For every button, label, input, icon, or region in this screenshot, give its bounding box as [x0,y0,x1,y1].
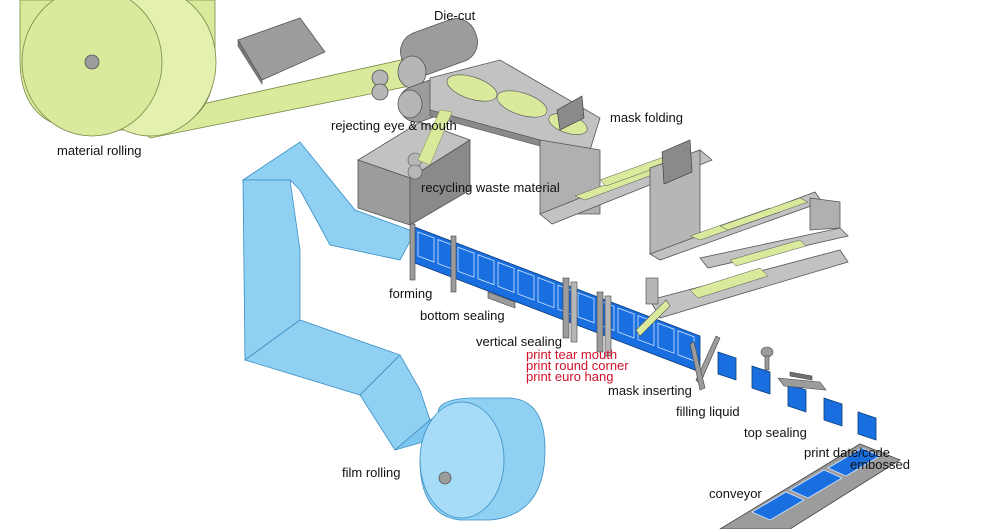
label-film-rolling: film rolling [342,465,401,480]
label-print-tear-mouth: print tear mouth [526,347,617,362]
label-die-cut: Die-cut [434,8,476,23]
conveyor-pouch [827,447,881,477]
vertical-sealing-plates [562,277,659,357]
pouch-cell [577,292,595,324]
label-embossed: embossed [850,457,910,472]
mask-folding-unit [539,139,849,319]
label-filling-liquid: filling liquid [676,404,740,419]
bottom-sealing-bar [487,291,516,309]
pouch-cells [417,231,695,362]
pouch-cell [537,277,555,309]
pouch [823,397,843,427]
pouch-line [411,225,701,373]
label-vertical-sealing: vertical sealing [476,334,562,349]
label-print-euro-hang: print euro hang [526,369,613,384]
pouch-cell [417,231,435,263]
pouch [717,351,737,381]
mask-inserting-arm [635,299,671,337]
conveyor-pouches [751,447,881,521]
pouch-cell [457,246,475,278]
die-cut-table [429,59,601,151]
pouch [857,411,877,441]
label-mask-folding: mask folding [610,110,683,125]
top-sealing-unit [760,346,774,371]
label-forming: forming [389,286,432,301]
print-date-head [777,371,827,391]
label-rejecting-eye-mouth: rejecting eye & mouth [331,118,457,133]
pouch-cell [477,254,495,286]
pouch-cell [657,322,675,354]
pouch [787,383,807,413]
loose-pouches [717,351,877,441]
label-bottom-sealing: bottom sealing [420,308,505,323]
label-recycling-waste-material: recycling waste material [421,180,560,195]
conveyor [719,443,901,529]
pouch [751,365,771,395]
conveyor-pouch [751,491,805,521]
conveyor-pouch [789,469,843,499]
pouch-cell [617,307,635,339]
label-top-sealing: top sealing [744,425,807,440]
film-roll [419,397,546,521]
label-mask-inserting: mask inserting [608,383,692,398]
material-roll [19,0,421,139]
label-material-rolling: material rolling [57,143,142,158]
label-print-date-code: print date/code [804,445,890,460]
pouch-cell [497,261,515,293]
forming-plates [409,223,457,293]
recycling-waste-box [357,109,471,226]
pouch-cell [517,269,535,301]
label-print-round-corner: print round corner [526,358,629,373]
label-conveyor: conveyor [709,486,762,501]
unwind-block [237,17,326,86]
filling-nozzles [689,335,721,391]
